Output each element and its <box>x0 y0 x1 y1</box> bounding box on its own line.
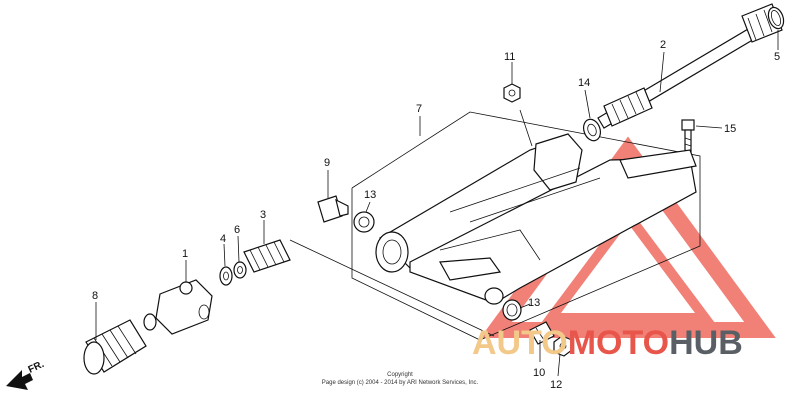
watermark-text-part-1: AUTO <box>472 324 568 362</box>
label-part-6: 6 <box>234 224 240 236</box>
leader-lines <box>95 30 779 377</box>
bearing-lower[interactable] <box>502 299 522 321</box>
universal-joint[interactable] <box>143 279 213 335</box>
copyright-line-1: Copyright <box>387 372 413 378</box>
o-ring[interactable] <box>766 5 787 30</box>
copyright-line-2: Page design (c) 2004 - 2014 by ARI Netwo… <box>322 380 479 386</box>
label-part-13-upper: 13 <box>364 189 376 201</box>
label-part-14: 14 <box>578 77 590 89</box>
lock-nut[interactable] <box>553 335 573 357</box>
bearing-upper[interactable] <box>353 211 375 233</box>
washer-small[interactable] <box>233 261 247 279</box>
label-part-2: 2 <box>660 39 666 51</box>
pivot-bolt-right[interactable] <box>529 321 555 345</box>
pivot-bolt-left[interactable] <box>317 195 349 223</box>
label-part-7: 7 <box>416 103 422 115</box>
drive-shaft[interactable] <box>597 3 783 129</box>
label-part-5: 5 <box>774 51 780 63</box>
spring[interactable] <box>243 239 291 273</box>
washer[interactable] <box>219 266 233 286</box>
copyright-notice: Copyright Page design (c) 2004 - 2014 by… <box>322 372 479 386</box>
oil-seal[interactable] <box>581 117 604 143</box>
front-direction-label: FR. <box>27 359 46 376</box>
label-part-10: 10 <box>533 367 545 379</box>
label-part-3: 3 <box>260 209 266 221</box>
nut[interactable] <box>503 83 521 103</box>
label-part-12: 12 <box>550 379 562 391</box>
swingarm[interactable] <box>375 133 697 305</box>
label-part-9: 9 <box>324 157 330 169</box>
svg-text:AUTOMOTOHUB: AUTOMOTOHUB <box>472 324 743 362</box>
label-part-4: 4 <box>220 233 226 245</box>
watermark-text-part-2: MOTO <box>568 324 669 362</box>
part-labels: 1 2 3 4 5 6 7 8 9 10 11 12 13 13 14 15 <box>92 39 780 391</box>
label-part-15: 15 <box>724 123 736 135</box>
dust-boot[interactable] <box>83 319 147 375</box>
swingarm-group-outline <box>351 111 701 341</box>
label-part-13-lower: 13 <box>528 297 540 309</box>
front-direction-arrow: FR. <box>6 359 46 390</box>
label-part-1: 1 <box>182 248 188 260</box>
watermark-text-part-3: HUB <box>669 324 743 362</box>
label-part-8: 8 <box>92 290 98 302</box>
label-part-11: 11 <box>504 51 515 63</box>
watermark-logo-text: AUTOMOTOHUB <box>472 324 743 362</box>
